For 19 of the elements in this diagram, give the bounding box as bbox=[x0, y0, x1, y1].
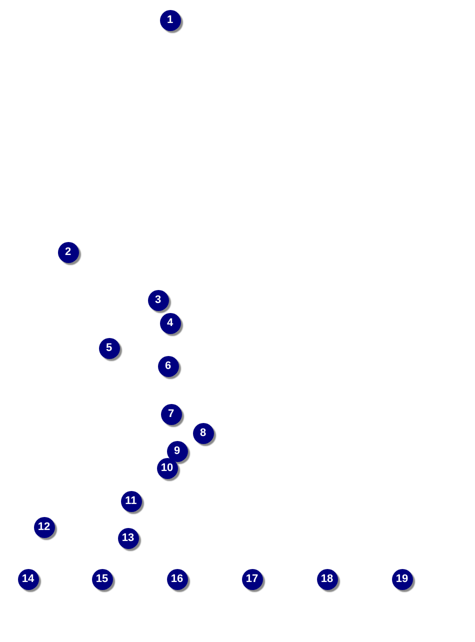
callout-number: 13 bbox=[118, 528, 138, 548]
callout-number: 18 bbox=[316, 568, 338, 590]
callout-number: 16 bbox=[166, 568, 188, 590]
callout-number: 15 bbox=[92, 568, 112, 590]
callout-number: 6 bbox=[158, 356, 178, 376]
callout-number: 17 bbox=[242, 568, 262, 590]
callout-number: 14 bbox=[18, 568, 38, 590]
callout-number: 10 bbox=[156, 458, 178, 478]
callout-number: 8 bbox=[192, 422, 214, 444]
callout-number: 3 bbox=[148, 290, 168, 310]
callout-number: 4 bbox=[160, 312, 180, 334]
callout-number: 2 bbox=[58, 242, 78, 262]
callout-number: 7 bbox=[160, 404, 182, 424]
callout-number: 19 bbox=[392, 568, 412, 590]
callout-number: 1 bbox=[160, 10, 180, 30]
callout-number: 12 bbox=[34, 516, 54, 538]
callout-number: 5 bbox=[98, 338, 120, 358]
callout-number: 9 bbox=[166, 440, 188, 462]
callout-number: 11 bbox=[120, 490, 142, 512]
